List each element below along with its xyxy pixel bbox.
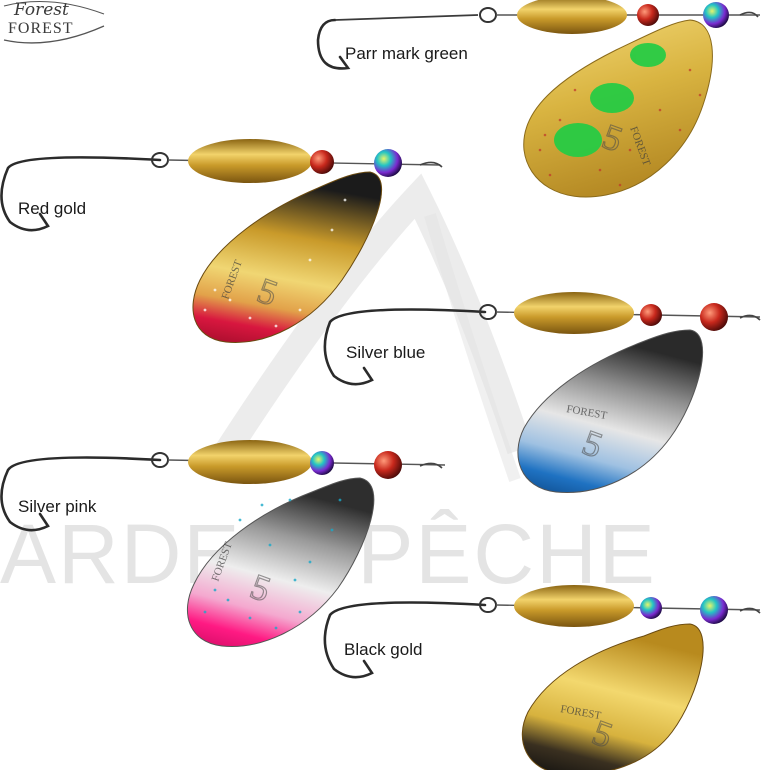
hook — [323, 308, 487, 386]
bead — [640, 597, 662, 619]
lure-label-silver-blue: Silver blue — [346, 343, 426, 362]
watermark-part2: PÊCHE — [357, 507, 657, 601]
blade — [192, 171, 383, 343]
lure-label-silver-pink: Silver pink — [18, 497, 97, 516]
forest-logo: Forest FOREST — [0, 0, 112, 46]
brass-body — [517, 0, 627, 34]
logo-swoosh — [3, 0, 105, 44]
lure-silver-pink: 5 FOREST — [0, 440, 446, 647]
lure-label-black-gold: Black gold — [344, 640, 423, 659]
logo-word: FOREST — [8, 20, 74, 37]
brass-body — [514, 292, 634, 334]
bead — [703, 2, 729, 28]
hook — [316, 18, 351, 70]
bead — [310, 451, 334, 475]
parr-marks — [554, 43, 666, 157]
hook — [323, 601, 487, 679]
lure-silver-blue: 5 FOREST — [323, 292, 761, 494]
hook — [0, 156, 162, 232]
blade — [186, 477, 375, 647]
brass-body — [188, 139, 312, 183]
brass-body — [514, 585, 634, 627]
lure-red-gold: 5 FOREST — [0, 139, 443, 343]
blade — [517, 329, 704, 494]
bead — [640, 304, 662, 326]
logo-script: Forest — [14, 0, 69, 20]
blade — [521, 623, 704, 770]
hook — [0, 456, 162, 532]
bead — [310, 150, 334, 174]
bead — [700, 303, 728, 331]
brass-body — [188, 440, 312, 484]
lure-label-parr-mark-green: Parr mark green — [345, 44, 468, 63]
bead — [637, 4, 659, 26]
bead — [374, 451, 402, 479]
bead — [700, 596, 728, 624]
lure-black-gold: 5 FOREST — [323, 585, 761, 770]
watermark-swoosh — [204, 173, 533, 477]
bead — [374, 149, 402, 177]
lure-parr-mark-green: 5 FOREST — [316, 0, 760, 198]
watermark-text: ARDENTPÊCHE — [0, 506, 770, 603]
lure-label-red-gold: Red gold — [18, 199, 87, 218]
